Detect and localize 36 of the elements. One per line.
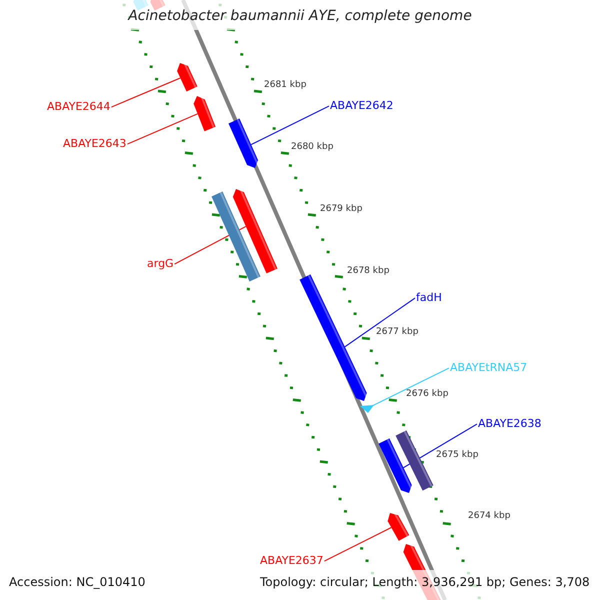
gene-label: ABAYE2643: [63, 138, 126, 150]
leader-line: [324, 527, 392, 562]
gene-feature: [177, 60, 198, 92]
genome-info-text: Accession: NC_010410: [9, 576, 146, 590]
gene-label: ABAYE2644: [47, 101, 110, 114]
scale-tick-label: 2676 kbp: [406, 390, 448, 400]
leader-line: [250, 106, 330, 146]
genome-info-text: Topology: circular; Length: 3,936,291 bp; Genes: 3,708: [260, 576, 590, 590]
gene-feature: [300, 274, 369, 401]
scale-tick-label: 2681 kbp: [264, 81, 306, 91]
gene-feature: [228, 118, 260, 168]
gene-label: ABAYE2642: [330, 100, 394, 112]
gene-label: ABAYE2637: [260, 555, 324, 568]
leader-line: [126, 113, 198, 145]
gene-label: ABAYE2638: [478, 418, 542, 430]
gene-feature: [388, 510, 410, 541]
gene-feature: [232, 186, 278, 274]
scale-tick-label: 2677 kbp: [376, 328, 418, 338]
scale-tick-label: 2679 kbp: [320, 205, 362, 215]
map-title: Acinetobacter baumannii AYE, complete genome: [126, 9, 473, 24]
gene-feature: [378, 438, 414, 493]
gene-feature: [396, 430, 434, 491]
gene-feature: [212, 192, 260, 282]
leader-line: [402, 424, 478, 468]
gene-feature: [360, 405, 374, 413]
scale-tick-label: 2680 kbp: [291, 143, 334, 153]
scale-tick-label: 2678 kbp: [347, 267, 390, 277]
scale-tick-label: 2674 kbp: [468, 512, 510, 522]
leader-line: [110, 77, 181, 108]
gene-label: fadH: [416, 292, 442, 304]
gene-feature: [194, 94, 216, 132]
gene-label: ABAYEtRNA57: [450, 362, 528, 374]
gene-label: argG: [147, 258, 174, 270]
leader-line: [344, 298, 416, 348]
leader-line: [372, 368, 450, 406]
scale-tick-label: 2675 kbp: [436, 451, 478, 461]
